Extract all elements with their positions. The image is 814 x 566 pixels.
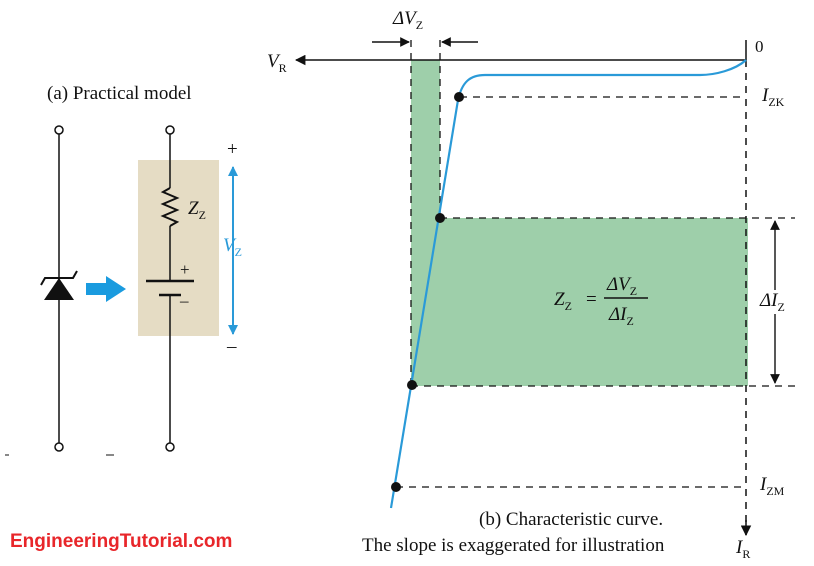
ir-label: IR bbox=[735, 537, 750, 561]
zz-formula: ZZ = ΔVZ ΔIZ bbox=[554, 274, 648, 328]
vr-label: VR bbox=[267, 51, 287, 75]
model-branch bbox=[146, 125, 194, 452]
izm-label: IZM bbox=[759, 474, 785, 498]
izk-label: IZK bbox=[761, 85, 785, 109]
terminal-bottom-right bbox=[165, 442, 175, 452]
model-box bbox=[138, 160, 219, 336]
practical-model-title: (a) Practical model bbox=[47, 83, 192, 104]
caption-line-2: The slope is exaggerated for illustratio… bbox=[362, 535, 665, 556]
point-upper bbox=[435, 213, 445, 223]
battery-minus: – bbox=[179, 291, 189, 310]
resistor-icon bbox=[160, 187, 180, 227]
characteristic-curve bbox=[389, 59, 747, 509]
delta-iz-shade bbox=[411, 218, 748, 386]
caption-line-1: (b) Characteristic curve. bbox=[479, 509, 663, 530]
site-watermark: EngineeringTutorial.com bbox=[10, 531, 232, 552]
zener-diode-branch bbox=[40, 125, 78, 452]
curve-points bbox=[391, 92, 464, 492]
delta-iz-label: ΔIZ bbox=[759, 290, 785, 314]
guide-lines bbox=[396, 40, 795, 488]
delta-vz-shade bbox=[411, 60, 440, 218]
point-izk bbox=[454, 92, 464, 102]
formula-numerator: ΔVZ bbox=[606, 274, 637, 298]
formula-lhs: ZZ bbox=[554, 289, 572, 313]
zener-diode-icon bbox=[40, 270, 78, 300]
origin-zero: 0 bbox=[755, 37, 764, 56]
terminal-top-left bbox=[54, 125, 64, 135]
vz-minus: – bbox=[226, 336, 237, 357]
formula-equals: = bbox=[586, 289, 597, 310]
point-lower bbox=[407, 380, 417, 390]
terminal-bottom-left bbox=[54, 442, 64, 452]
zz-label: ZZ bbox=[188, 198, 206, 222]
formula-denominator: ΔIZ bbox=[608, 304, 634, 328]
right-arrow-icon bbox=[86, 276, 126, 302]
vz-label: VZ bbox=[223, 235, 242, 259]
battery-plus: + bbox=[180, 260, 190, 279]
vz-plus: + bbox=[227, 139, 238, 160]
point-izm bbox=[391, 482, 401, 492]
terminal-top-right bbox=[165, 125, 175, 135]
delta-vz-label: ΔVZ bbox=[392, 8, 423, 32]
